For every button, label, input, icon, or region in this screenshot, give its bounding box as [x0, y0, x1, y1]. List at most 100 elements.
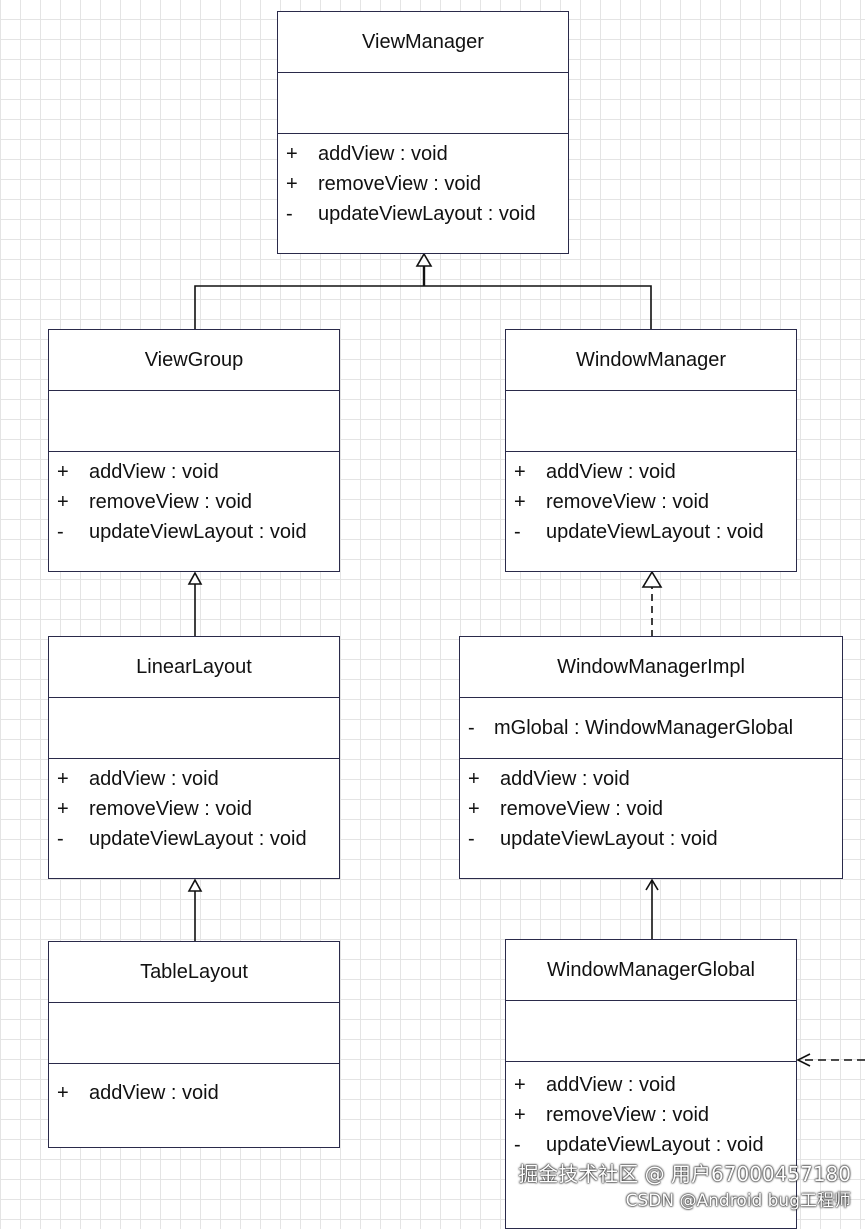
association-open-arrowhead — [645, 878, 659, 891]
class-windowmanagerimpl[interactable]: WindowManagerImpl -mGlobal : WindowManag… — [459, 636, 843, 879]
operation-label: addView : void — [546, 461, 676, 483]
operation-row: + addView : void — [286, 139, 568, 169]
operation-row: - updateViewLayout : void — [514, 1130, 796, 1160]
operations-compartment: + addView : void + removeView : void - upda… — [49, 758, 339, 854]
operation-label: updateViewLayout : void — [546, 521, 764, 543]
operation-row: - updateViewLayout : void — [514, 517, 796, 547]
operation-label: removeView : void — [89, 798, 253, 820]
generalization-arrowhead — [187, 878, 203, 892]
visibility-marker: - — [57, 828, 64, 850]
operation-row: + addView : void — [57, 457, 339, 487]
operation-row: + removeView : void — [514, 487, 796, 517]
operation-label: addView : void — [89, 461, 219, 483]
operation-label: addView : void — [318, 143, 448, 165]
operations-compartment: + addView : void + removeView : void - upda… — [506, 451, 796, 547]
visibility-marker: + — [57, 491, 69, 513]
operation-row: + addView : void — [514, 457, 796, 487]
attributes-compartment — [49, 1002, 339, 1063]
operation-label: addView : void — [89, 1082, 219, 1104]
attribute-label: mGlobal : WindowManagerGlobal — [494, 717, 794, 739]
visibility-marker: + — [286, 143, 298, 165]
visibility-marker: + — [57, 768, 69, 790]
operation-row: - updateViewLayout : void — [57, 517, 339, 547]
class-name: WindowManagerImpl — [557, 655, 745, 678]
visibility-marker: + — [468, 768, 480, 790]
generalization-arrowhead — [187, 571, 203, 585]
visibility-marker: - — [57, 521, 64, 543]
operation-row: + addView : void — [57, 764, 339, 794]
operation-label: updateViewLayout : void — [89, 828, 307, 850]
operation-label: removeView : void — [546, 491, 710, 513]
operations-compartment: + addView : void + removeView : void - upda… — [460, 758, 842, 854]
class-viewgroup[interactable]: ViewGroup + addView : void + removeView : … — [48, 329, 340, 572]
visibility-marker: - — [514, 1134, 521, 1156]
generalization-viewgroup-to-viewmanager — [194, 285, 424, 330]
dependency-open-arrowhead — [796, 1053, 811, 1067]
visibility-marker: + — [514, 1104, 526, 1126]
operation-label: removeView : void — [318, 173, 482, 195]
visibility-marker: + — [57, 798, 69, 820]
attributes-compartment — [506, 1000, 796, 1061]
operation-label: updateViewLayout : void — [546, 1134, 764, 1156]
class-linearlayout[interactable]: LinearLayout + addView : void + removeView… — [48, 636, 340, 879]
operations-compartment: + addView : void + removeView : void - upda… — [49, 451, 339, 547]
operation-row: + removeView : void — [468, 794, 842, 824]
class-name: TableLayout — [140, 960, 248, 983]
operation-row: - updateViewLayout : void — [57, 824, 339, 854]
operation-label: removeView : void — [500, 798, 664, 820]
visibility-marker: + — [57, 1082, 69, 1104]
realization-arrowhead — [641, 570, 663, 588]
visibility-marker: - — [468, 828, 475, 850]
visibility-marker: + — [514, 491, 526, 513]
class-name: ViewGroup — [144, 348, 244, 371]
class-windowmanagerglobal[interactable]: WindowManagerGlobal + addView : void + rem… — [505, 939, 797, 1229]
watermark-csdn: CSDN @Android bug工程师 — [625, 1191, 851, 1211]
operation-label: removeView : void — [546, 1104, 710, 1126]
operation-row: + removeView : void — [57, 487, 339, 517]
visibility-marker: - — [286, 203, 293, 225]
attributes-compartment — [49, 390, 339, 451]
operation-row: + addView : void — [57, 1078, 339, 1108]
operations-compartment: + addView : void — [49, 1063, 339, 1108]
operations-compartment: + addView : void + removeView : void - upda… — [278, 133, 568, 229]
operation-row: + removeView : void — [286, 169, 568, 199]
generalization-arrowhead — [415, 252, 433, 267]
attributes-compartment — [49, 697, 339, 758]
operation-row: + removeView : void — [514, 1100, 796, 1130]
visibility-marker: + — [286, 173, 298, 195]
attribute-row: -mGlobal : WindowManagerGlobal — [468, 713, 842, 743]
class-name: WindowManager — [575, 348, 727, 371]
operation-label: updateViewLayout : void — [89, 521, 307, 543]
attributes-compartment — [278, 72, 568, 133]
visibility-marker: + — [514, 461, 526, 483]
operation-label: addView : void — [89, 768, 219, 790]
visibility-marker: + — [468, 798, 480, 820]
class-name: WindowManagerGlobal — [547, 958, 755, 981]
class-windowmanager[interactable]: WindowManager + addView : void + removeVie… — [505, 329, 797, 572]
operation-label: updateViewLayout : void — [318, 203, 536, 225]
visibility-marker: + — [514, 1074, 526, 1096]
watermark-juejin: 掘金技术社区 @ 用户67000457180 — [518, 1162, 851, 1186]
class-name: LinearLayout — [136, 655, 252, 678]
visibility-marker: + — [57, 461, 69, 483]
generalization-windowmanager-to-viewmanager — [424, 285, 652, 330]
operation-row: + removeView : void — [57, 794, 339, 824]
operation-label: addView : void — [500, 768, 630, 790]
operation-label: addView : void — [546, 1074, 676, 1096]
operation-label: updateViewLayout : void — [500, 828, 718, 850]
operation-row: + addView : void — [514, 1070, 796, 1100]
visibility-marker: - — [514, 521, 521, 543]
class-viewmanager[interactable]: ViewManager + addView : void + removeView … — [277, 11, 569, 254]
operation-row: + addView : void — [468, 764, 842, 794]
class-name: ViewManager — [362, 30, 484, 53]
operation-row: - updateViewLayout : void — [286, 199, 568, 229]
class-tablelayout[interactable]: TableLayout + addView : void — [48, 941, 340, 1148]
watermark: 掘金技术社区 @ 用户67000457180 CSDN @Android bug… — [518, 1159, 851, 1213]
operation-row: - updateViewLayout : void — [468, 824, 842, 854]
attributes-compartment: -mGlobal : WindowManagerGlobal — [460, 697, 842, 758]
attributes-compartment — [506, 390, 796, 451]
operation-label: removeView : void — [89, 491, 253, 513]
operations-compartment: + addView : void + removeView : void - upda… — [506, 1061, 796, 1160]
visibility-marker: - — [468, 717, 475, 739]
